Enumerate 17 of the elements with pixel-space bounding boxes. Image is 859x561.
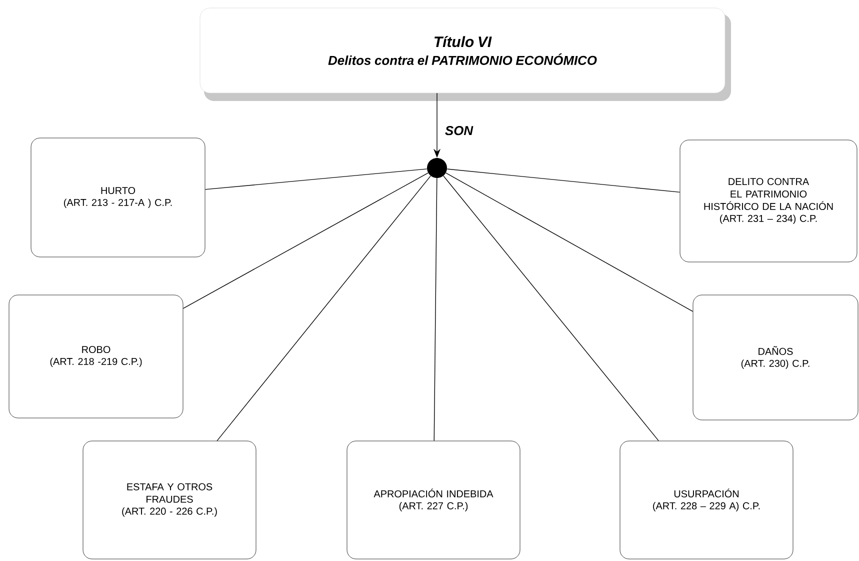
connector-line [443,176,659,442]
category-box: USURPACIÓN (ART. 228 – 229 A) C.P. [620,440,794,560]
connector-line [216,176,431,442]
category-box: DELITO CONTRA EL PATRIMONIO HISTÓRICO DE LA NACIÓN (ART. 231 – 234) C.P. [680,140,858,262]
junction-dot [427,158,447,178]
connector-line [446,172,694,312]
connector-line [434,178,438,442]
category-box: ROBO (ART. 218 -219 C.P.) [8,294,184,418]
edge-label: SON [445,126,474,136]
category-box: DAÑOS (ART. 230) C.P. [692,294,858,420]
title-box: Título VI Delitos contra el PATRIMONIO ECONÓMICO [200,8,731,101]
category-box: APROPIACIÓN INDEBIDA (ART. 227 C.P.) [346,440,520,560]
connector-line [204,168,428,190]
category-box: ESTAFA Y OTROS FRAUDES (ART. 220 - 226 C.P.) [82,440,256,560]
category-box: HURTO (ART. 213 - 217-A ) C.P. [30,138,206,258]
connector-line [446,168,680,193]
connector-line [182,172,428,309]
